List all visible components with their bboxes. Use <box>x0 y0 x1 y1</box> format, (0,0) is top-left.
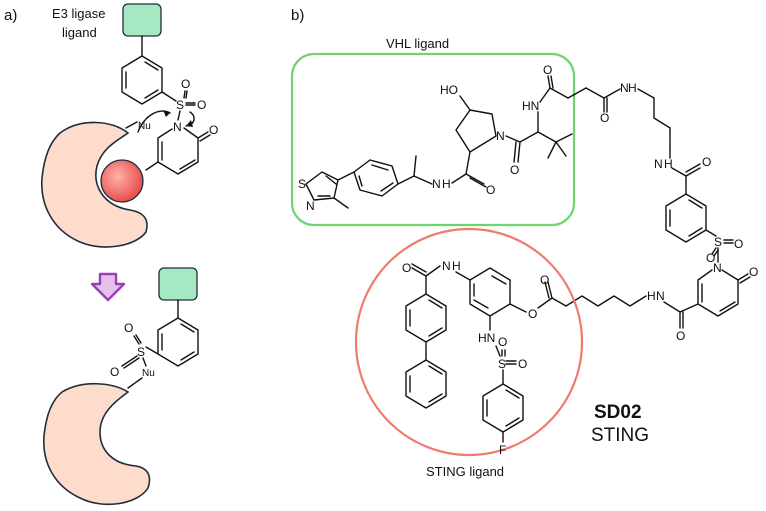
n-atom-top: N <box>173 120 182 134</box>
h-link: H <box>628 81 637 95</box>
vhl-label: VHL ligand <box>386 36 449 51</box>
e3-label-line2: ligand <box>62 25 97 40</box>
nh-amide1: N <box>432 177 441 191</box>
o-st1: O <box>498 335 507 349</box>
n-proline: N <box>496 129 505 143</box>
pyridone-ring <box>157 127 211 175</box>
pyridone-b <box>697 269 751 317</box>
hn-st-h: H <box>452 259 461 273</box>
benzene-top <box>121 55 163 105</box>
panel-a-label: a) <box>4 7 17 24</box>
o-atom-bottom-2: O <box>110 365 119 379</box>
down-arrow <box>90 272 126 302</box>
o-succ1: O <box>543 63 552 77</box>
s-st: S <box>498 357 506 371</box>
protein-bottom <box>43 382 151 506</box>
o-s2: O <box>734 237 743 251</box>
o-s1: O <box>706 251 715 265</box>
o-bz: O <box>702 155 711 169</box>
o-atom-top-2: O <box>197 98 206 112</box>
fluorophenyl-ring <box>482 383 524 433</box>
o-st2: O <box>518 357 527 371</box>
ho-atom: HO <box>440 83 458 97</box>
o-amide2: O <box>510 163 519 177</box>
o-atom-top-1: O <box>181 77 190 91</box>
sting-label: STING ligand <box>426 464 504 479</box>
compound-target: STING <box>591 425 649 446</box>
n-am3: N <box>656 289 665 303</box>
h-amide1: H <box>442 177 451 191</box>
h-link2: H <box>664 157 673 171</box>
o-atom-bottom-1: O <box>124 321 133 335</box>
o-amide1: O <box>486 183 495 197</box>
biphenyl-ring1 <box>405 293 447 343</box>
s-atom-top: S <box>176 98 184 112</box>
nu-bottom: Nu <box>142 368 155 379</box>
o-st: O <box>402 261 411 275</box>
ligand-ball <box>100 159 144 203</box>
n-st: N <box>442 259 451 273</box>
h-am3: H <box>647 289 656 303</box>
s-atom-bottom: S <box>137 345 145 359</box>
biphenyl-ring2 <box>405 359 447 409</box>
compound-name: SD02 <box>594 402 642 423</box>
protein-top <box>41 121 148 248</box>
benzene-bottom <box>157 317 199 367</box>
nu-top: Nu <box>138 121 151 132</box>
benzoyl-ring <box>665 193 707 243</box>
proline-ring <box>455 109 497 153</box>
vhl-box <box>290 52 576 227</box>
o-est1: O <box>540 273 549 287</box>
thiazole-s: S <box>298 177 306 191</box>
fluorine-atom: F <box>499 443 506 457</box>
e3-ligand-box-top <box>122 3 162 37</box>
sting-core-ring <box>469 267 511 317</box>
o-succ2: O <box>600 111 609 125</box>
o-est2: O <box>528 307 537 321</box>
o-atom-pyridone: O <box>209 123 218 137</box>
e3-label-line1: E3 ligase <box>52 6 105 21</box>
hn-top: HN <box>522 99 539 113</box>
o-pyr: O <box>749 265 758 279</box>
s-sulf: S <box>714 235 722 249</box>
e3-ligand-box-bottom <box>158 267 198 301</box>
n-link: N <box>620 81 629 95</box>
thiazole-ring <box>305 171 349 209</box>
phenyl-vhl <box>353 159 399 197</box>
panel-b-label: b) <box>291 7 304 24</box>
sting-circle <box>354 227 584 457</box>
n-pyr: N <box>713 261 722 275</box>
hn-link2: N <box>654 157 663 171</box>
hn-sulfonamide: HN <box>478 331 495 345</box>
o-am3: O <box>676 329 685 343</box>
thiazole-n: N <box>306 199 315 213</box>
